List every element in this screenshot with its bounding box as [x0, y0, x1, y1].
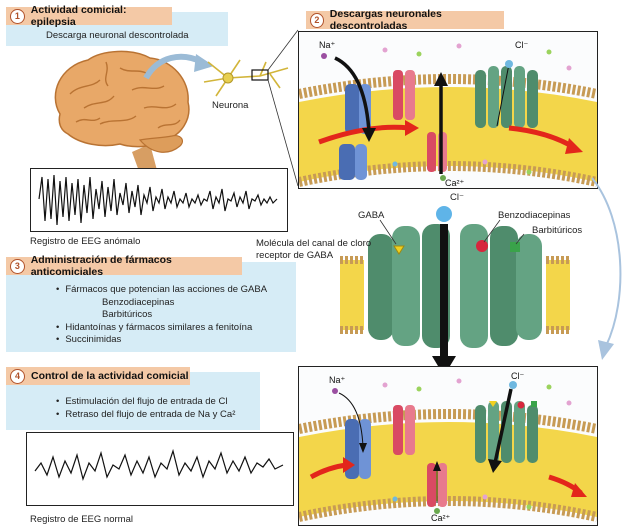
- step2-title: Descargas neuronales descontroladas: [329, 8, 442, 32]
- neuron-label: Neurona: [212, 100, 249, 111]
- benzodiacepinas-label: Benzodiacepinas: [498, 210, 571, 221]
- step3-item: Benzodiacepinas: [102, 296, 175, 308]
- step1-number: 1: [10, 8, 25, 24]
- step3-title: Administración de fármacos anticomiciale…: [30, 254, 172, 278]
- step1-title: Actividad comicial: epilepsia: [30, 4, 127, 28]
- step2-panel: Na⁺ Cl⁻ Ca²⁺: [298, 31, 598, 189]
- barbituricos-label: Barbitúricos: [532, 225, 583, 236]
- channel-label-line2: receptor de GABA: [256, 250, 334, 261]
- brain-illustration: [54, 50, 190, 174]
- step2-ca-label: Ca²⁺: [445, 178, 465, 188]
- step4-item: Retraso del flujo de entrada de Na y Ca²: [56, 409, 235, 422]
- eeg-normal-label: Registro de EEG normal: [30, 514, 133, 525]
- eeg-abnormal-trace: [38, 174, 278, 226]
- step4-title: Control de la actividad comicial: [31, 370, 189, 382]
- gaba-receptor-channel: [340, 206, 570, 376]
- step3-item: Fármacos que potencian las acciones de G…: [56, 284, 267, 297]
- step3-item: Barbitúricos: [102, 309, 153, 320]
- step4-ca-label: Ca²⁺: [431, 513, 451, 523]
- step3-item: Hidantoínas y fármacos similares a fenit…: [56, 322, 267, 335]
- step4-na-label: Na⁺: [329, 375, 346, 385]
- membrane-uncontrolled: Na⁺ Cl⁻ Ca²⁺: [299, 40, 597, 188]
- step4-header: 4 Control de la actividad comicial: [6, 367, 190, 385]
- step3-number: 3: [10, 258, 25, 274]
- step2-cl-label: Cl⁻: [515, 40, 528, 50]
- step4-item: Estimulación del flujo de entrada de Cl: [56, 396, 235, 409]
- eeg-abnormal-label: Registro de EEG anómalo: [30, 236, 141, 247]
- step2-header: 2 Descargas neuronales descontroladas: [306, 8, 504, 32]
- eeg-normal-trace: [34, 448, 284, 482]
- step3-list: Fármacos que potencian las acciones de G…: [56, 284, 267, 347]
- step1-header: 1 Actividad comicial: epilepsia: [6, 4, 172, 28]
- middle-cl-label: Cl⁻: [450, 192, 464, 203]
- step3-item: Succinimidas: [56, 334, 267, 347]
- eeg-abnormal-box: [30, 168, 288, 232]
- neuron-illustration: [203, 59, 289, 97]
- eeg-normal-box: [26, 432, 294, 506]
- gaba-label: GABA: [358, 210, 385, 221]
- step4-cl-label: Cl⁻: [511, 371, 524, 381]
- membrane-controlled: Na⁺ Cl⁻ Ca²⁺: [299, 371, 597, 523]
- step2-number: 2: [310, 12, 324, 28]
- step4-list: Estimulación del flujo de entrada de Cl …: [56, 396, 235, 421]
- channel-label-line1: Molécula del canal de cloro: [256, 238, 372, 249]
- step4-panel: Na⁺ Cl⁻ Ca²⁺: [298, 366, 598, 526]
- step3-header: 3 Administración de fármacos anticomicia…: [6, 254, 242, 278]
- step2-na-label: Na⁺: [319, 40, 336, 50]
- brain-to-neuron-arrow: [143, 53, 214, 80]
- right-connector-arrow: [591, 177, 622, 360]
- step4-number: 4: [10, 368, 25, 384]
- step1-subtitle: Descarga neuronal descontrolada: [46, 30, 189, 41]
